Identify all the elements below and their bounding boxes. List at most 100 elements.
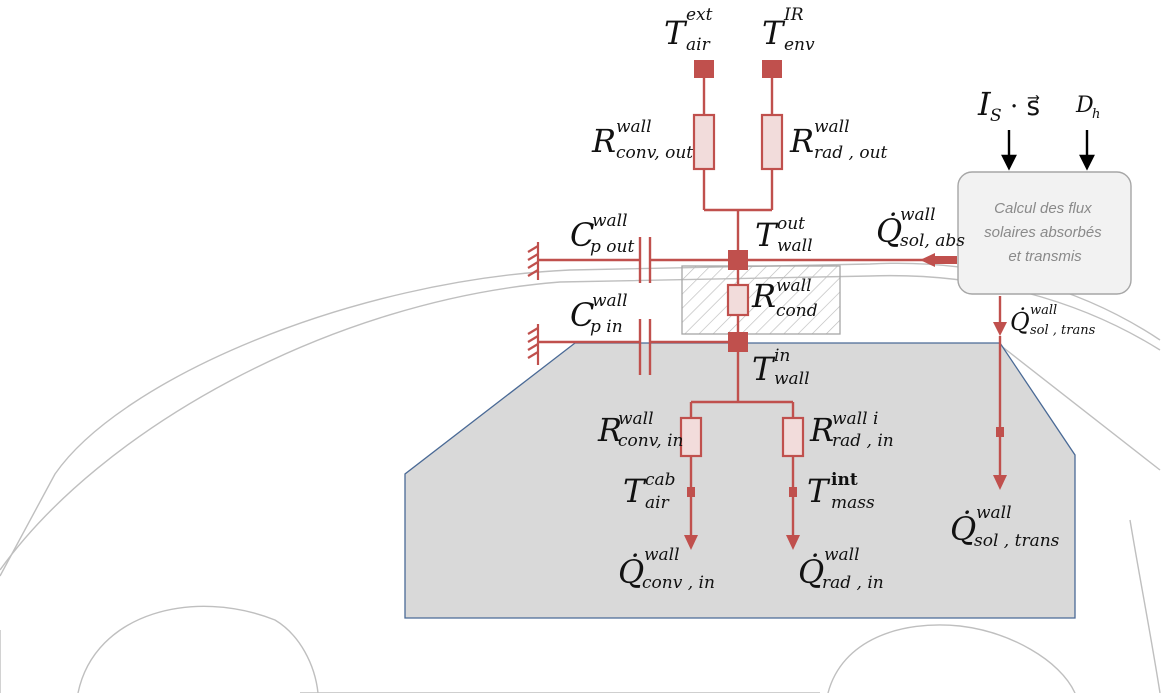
svg-text:C: C	[570, 296, 594, 334]
rear-wheel-arch	[77, 605, 319, 693]
label-r-rad-out: R wall rad , out	[789, 117, 888, 163]
svg-text:T: T	[752, 350, 776, 388]
svg-text:T: T	[664, 14, 688, 52]
svg-text:wall: wall	[776, 276, 812, 296]
cabin-interior	[404, 342, 1076, 619]
svg-text:Calcul des flux solaires a: Calcul des flux solaires absorbés et tra…	[984, 200, 1106, 265]
svg-text:wall: wall	[616, 117, 652, 137]
label-q-conv-in: Q̇ wall conv , in	[618, 545, 715, 593]
ground-symbols	[527, 242, 540, 365]
label-t-wall-out: T out wall	[755, 214, 813, 256]
svg-text:conv, in: conv, in	[618, 431, 684, 451]
resistor-conv-in	[679, 416, 703, 458]
svg-text:env: env	[784, 35, 815, 55]
svg-text:int: int	[831, 470, 858, 490]
label-r-conv-in: R wall conv, in	[597, 409, 684, 451]
svg-text:IR: IR	[783, 5, 804, 25]
label-cp-out: C wall p out	[570, 211, 634, 257]
svg-text:conv , in: conv , in	[642, 573, 715, 593]
resistor-rad-in	[781, 416, 805, 458]
label-t-air-ext: T ext air	[664, 5, 713, 55]
svg-text:wall: wall	[618, 409, 654, 429]
svg-text:rad , in: rad , in	[822, 573, 884, 593]
svg-text:p out: p out	[590, 237, 634, 257]
label-t-wall-in: T in wall	[752, 346, 810, 389]
solar-box-line2: solaires absorbés	[984, 224, 1102, 241]
svg-text:in: in	[774, 346, 790, 366]
svg-text:wall: wall	[900, 205, 936, 225]
label-t-env-ir: T IR env	[762, 5, 815, 55]
svg-text:wall: wall	[824, 545, 860, 565]
solar-box-line1: Calcul des flux	[994, 200, 1092, 217]
svg-text:rad , in: rad , in	[832, 431, 894, 451]
label-q-sol-trans-small: Q̇ wall sol , trans	[1010, 303, 1096, 338]
svg-text:conv, out: conv, out	[616, 143, 693, 163]
svg-text:T: T	[807, 472, 831, 510]
node-t-wall-out	[728, 250, 748, 270]
arrow-sol-trans-top	[993, 322, 1007, 336]
svg-text:R: R	[809, 411, 834, 449]
node-t-air-ext	[694, 60, 714, 78]
resistors	[679, 113, 805, 458]
label-t-mass-int: T int mass	[807, 470, 875, 513]
svg-text:h: h	[1092, 107, 1100, 122]
resistor-rad-out	[760, 113, 784, 171]
svg-text:R: R	[751, 277, 776, 315]
svg-text:wall: wall	[777, 236, 813, 256]
svg-text:wall: wall	[644, 545, 680, 565]
svg-text:T: T	[623, 472, 647, 510]
svg-text:p in: p in	[590, 317, 623, 337]
svg-text:sol, abs: sol, abs	[900, 231, 965, 251]
svg-text:Q̇: Q̇	[798, 553, 824, 591]
svg-text:rad , out: rad , out	[814, 143, 888, 163]
label-cp-in: C wall p in	[570, 291, 628, 337]
label-r-rad-in: R wall i rad , in	[809, 409, 894, 451]
svg-text:wall i: wall i	[832, 409, 878, 429]
svg-text:R: R	[597, 411, 622, 449]
svg-text:wall: wall	[592, 291, 628, 311]
svg-text:S: S	[990, 106, 1002, 126]
svg-text:wall: wall	[774, 369, 810, 389]
svg-text:cond: cond	[776, 301, 818, 321]
svg-text:D: D	[1075, 93, 1094, 118]
svg-text:wall: wall	[592, 211, 628, 231]
svg-text:air: air	[645, 493, 670, 513]
label-i-s: I S · s⃗	[977, 85, 1040, 126]
resistor-cond	[726, 283, 750, 317]
svg-text:I: I	[977, 85, 992, 123]
arrow-conv-in	[684, 535, 698, 550]
svg-text:Q̇: Q̇	[876, 212, 902, 250]
svg-text:R: R	[789, 122, 814, 160]
node-t-mass-int	[789, 487, 797, 497]
node-t-wall-in	[728, 332, 748, 352]
label-q-sol-abs: Q̇ wall sol, abs	[876, 205, 965, 251]
node-t-air-cab	[687, 487, 695, 497]
svg-text:wall: wall	[1030, 303, 1057, 318]
arrow-sol-trans	[993, 475, 1007, 490]
front-wheel-arch	[827, 624, 1076, 693]
svg-text:T: T	[762, 14, 786, 52]
svg-text:T: T	[755, 216, 779, 254]
node-sol-trans	[996, 427, 1004, 437]
svg-text:R: R	[591, 122, 616, 160]
solar-flux-box	[957, 171, 1132, 295]
label-q-rad-in: Q̇ wall rad , in	[798, 545, 884, 593]
label-d-h: D h	[1075, 93, 1100, 122]
input-arrows	[1001, 130, 1095, 171]
resistor-conv-out	[692, 113, 716, 171]
svg-text:Q̇: Q̇	[950, 510, 976, 548]
svg-text:cab: cab	[645, 470, 676, 490]
svg-text:sol , trans: sol , trans	[974, 531, 1060, 551]
svg-text:ext: ext	[686, 5, 713, 25]
svg-text:mass: mass	[831, 493, 875, 513]
svg-text:Q̇: Q̇	[1010, 308, 1030, 336]
label-t-air-cab: T cab air	[623, 470, 676, 513]
label-r-conv-out: R wall conv, out	[591, 117, 693, 163]
node-t-env-ir	[762, 60, 782, 78]
wall-hatched-block	[681, 265, 841, 335]
arrow-rad-in	[786, 535, 800, 550]
label-q-sol-trans: Q̇ wall sol , trans	[950, 503, 1060, 551]
svg-text:wall: wall	[814, 117, 850, 137]
svg-text:wall: wall	[976, 503, 1012, 523]
